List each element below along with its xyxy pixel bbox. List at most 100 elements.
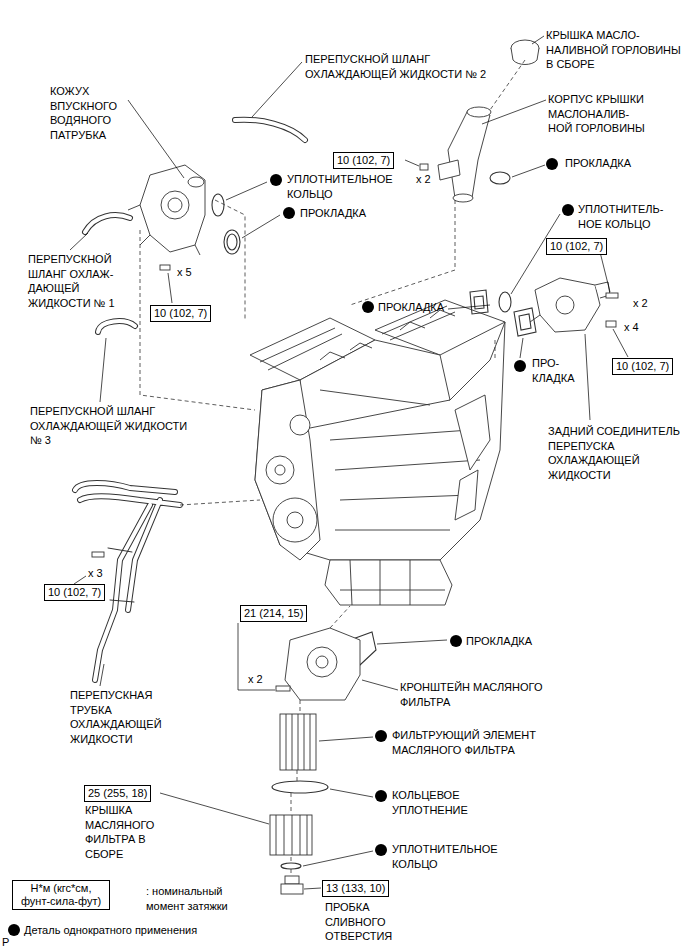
leader-lines [600,252,610,292]
leader-lines [252,62,302,117]
part-name: ЗАДНИЙ СОЕДИНИТЕЛЬ ПЕРЕПУСКА ОХЛАЖДАЮЩЕЙ… [548,424,684,482]
coolant-hoses [85,215,130,232]
legend-text: : номинальный момент затяжки [146,884,241,913]
part-name: ФИЛЬТРУЮЩИЙ ЭЛЕМЕНТ МАСЛЯНОГО ФИЛЬТРА [392,728,552,757]
callout-label: x 2 [248,672,263,687]
dashed-guide-lines [495,340,496,360]
oil-filler [467,107,491,117]
leader-lines [128,100,184,178]
single-use-mark [375,790,387,802]
torque-value: 10 (102, 7) [154,307,207,320]
coolant-hoses [235,120,305,140]
leader-lines [585,334,590,420]
oil-filter-parts [286,714,310,770]
leader-lines [613,329,628,357]
callout-label: ПРОКЛАДКА [466,634,532,649]
leader-lines [303,851,373,866]
oil-filter-parts [270,628,360,894]
torque-box: 10 (102, 7) [44,584,105,601]
oil-filler [438,40,539,202]
water-inlet-housing [161,191,189,219]
single-use-mark [8,924,20,936]
part-name: КОРПУС КРЫШКИ МАСЛОНАЛИВ- НОЙ ГОРЛОВИНЫ [548,92,652,136]
dashed-guide-lines [215,200,245,320]
water-inlet-housing [140,165,205,252]
part-name: КРЫШКА МАСЛЯНОГО ФИЛЬТРА В СБОРЕ [85,803,175,861]
leader-lines [512,165,545,177]
part-name: ПЕРЕПУСКНОЙ ШЛАНГ ОХЛАЖ- ДАЮЩЕЙ ЖИДКОСТИ… [28,252,128,310]
rear-bypass-joint [530,278,610,332]
bolts [606,293,618,298]
single-use-mark [514,360,526,372]
leader-lines [377,640,447,644]
gaskets [514,308,536,336]
callout-label: x 3 [88,566,103,581]
oil-filter-parts [270,815,312,855]
gaskets [224,230,240,254]
gaskets [212,194,224,216]
bolts [160,265,170,270]
part-name: КРЫШКА МАСЛО- НАЛИВНОЙ ГОРЛОВИНЫ В СБОРЕ [546,28,686,72]
leader-lines [362,680,398,690]
dashed-guide-lines [180,500,260,505]
bolts [420,164,428,170]
single-use-mark [375,730,387,742]
single-use-mark [8,158,574,936]
leader-lines [482,100,546,124]
single-use-mark [450,635,462,647]
leader-lines [238,623,275,690]
water-inlet-housing [128,205,200,255]
torque-value: 13 (133, 10) [326,882,385,895]
oil-filter-parts [280,714,316,770]
water-inlet-housing [168,198,182,212]
engine-assembly [260,306,480,605]
part-name: КРОНШТЕЙН МАСЛЯНОГО ФИЛЬТРА [400,680,560,709]
engine-assembly [255,380,320,560]
bypass-pipe [75,483,180,680]
single-use-mark [270,174,282,186]
torque-value: 25 (255, 18) [88,787,147,800]
unit-text: Н*м (кгс*см, фунт-сила-фут) [16,882,106,908]
engine-assembly [290,415,310,435]
part-name: КОЛЬЦЕВОЕ УПЛОТНЕНИЕ [392,788,492,817]
bypass-pipe [75,483,180,680]
coolant-hoses [85,215,130,232]
leader-lines [242,215,280,238]
torque-box: 10 (102, 7) [546,238,607,255]
part-name: ПЕРЕПУСКНОЙ ШЛАНГ ОХЛАЖДАЮЩЕЙ ЖИДКОСТИ №… [305,52,490,81]
leader-lines [70,233,88,250]
bolts [276,686,290,691]
single-use-mark [283,207,295,219]
single-use-mark [562,204,574,216]
dashed-guide-lines [490,60,525,110]
rear-bypass-joint [556,296,574,314]
engine-assembly [266,456,294,484]
torque-box: 10 (102, 7) [612,358,673,375]
oil-filter-parts [272,781,328,793]
engine-assembly [325,560,452,605]
oil-filter-parts [276,815,307,855]
part-name: ПЕРЕПУСКНАЯ ТРУБКА ОХЛАЖДАЮЩЕЙ ЖИДКОСТИ [70,688,170,746]
part-name: УПЛОТНИТЕЛЬНОЕ КОЛЬЦО [287,172,407,201]
callout-label: x 2 [416,172,431,187]
leader-lines [405,160,419,166]
part-name: ПРОБКА СЛИВНОГО ОТВЕРСТИЯ [325,900,415,944]
leader-lines [319,737,373,741]
engine-assembly [273,498,317,542]
part-name: УПЛОТНИТЕЛЬНОЕ КОЛЬЦО [392,842,512,871]
bypass-pipe [108,548,134,602]
gaskets [227,234,237,250]
leader-lines [168,273,172,303]
torque-value: 10 (102, 7) [48,586,101,599]
oil-filter-parts [307,647,337,677]
single-use-mark [362,301,374,313]
dashed-guide-lines [140,230,255,410]
part-name: ПРО- КЛАДКА [532,356,582,385]
single-use-mark [375,844,387,856]
callout-label: ПРОКЛАДКА [300,206,366,221]
dashed-guide-lines [291,700,300,876]
torque-box: 13 (133, 10) [322,880,389,897]
gaskets [490,172,510,184]
oil-filler [453,194,473,202]
